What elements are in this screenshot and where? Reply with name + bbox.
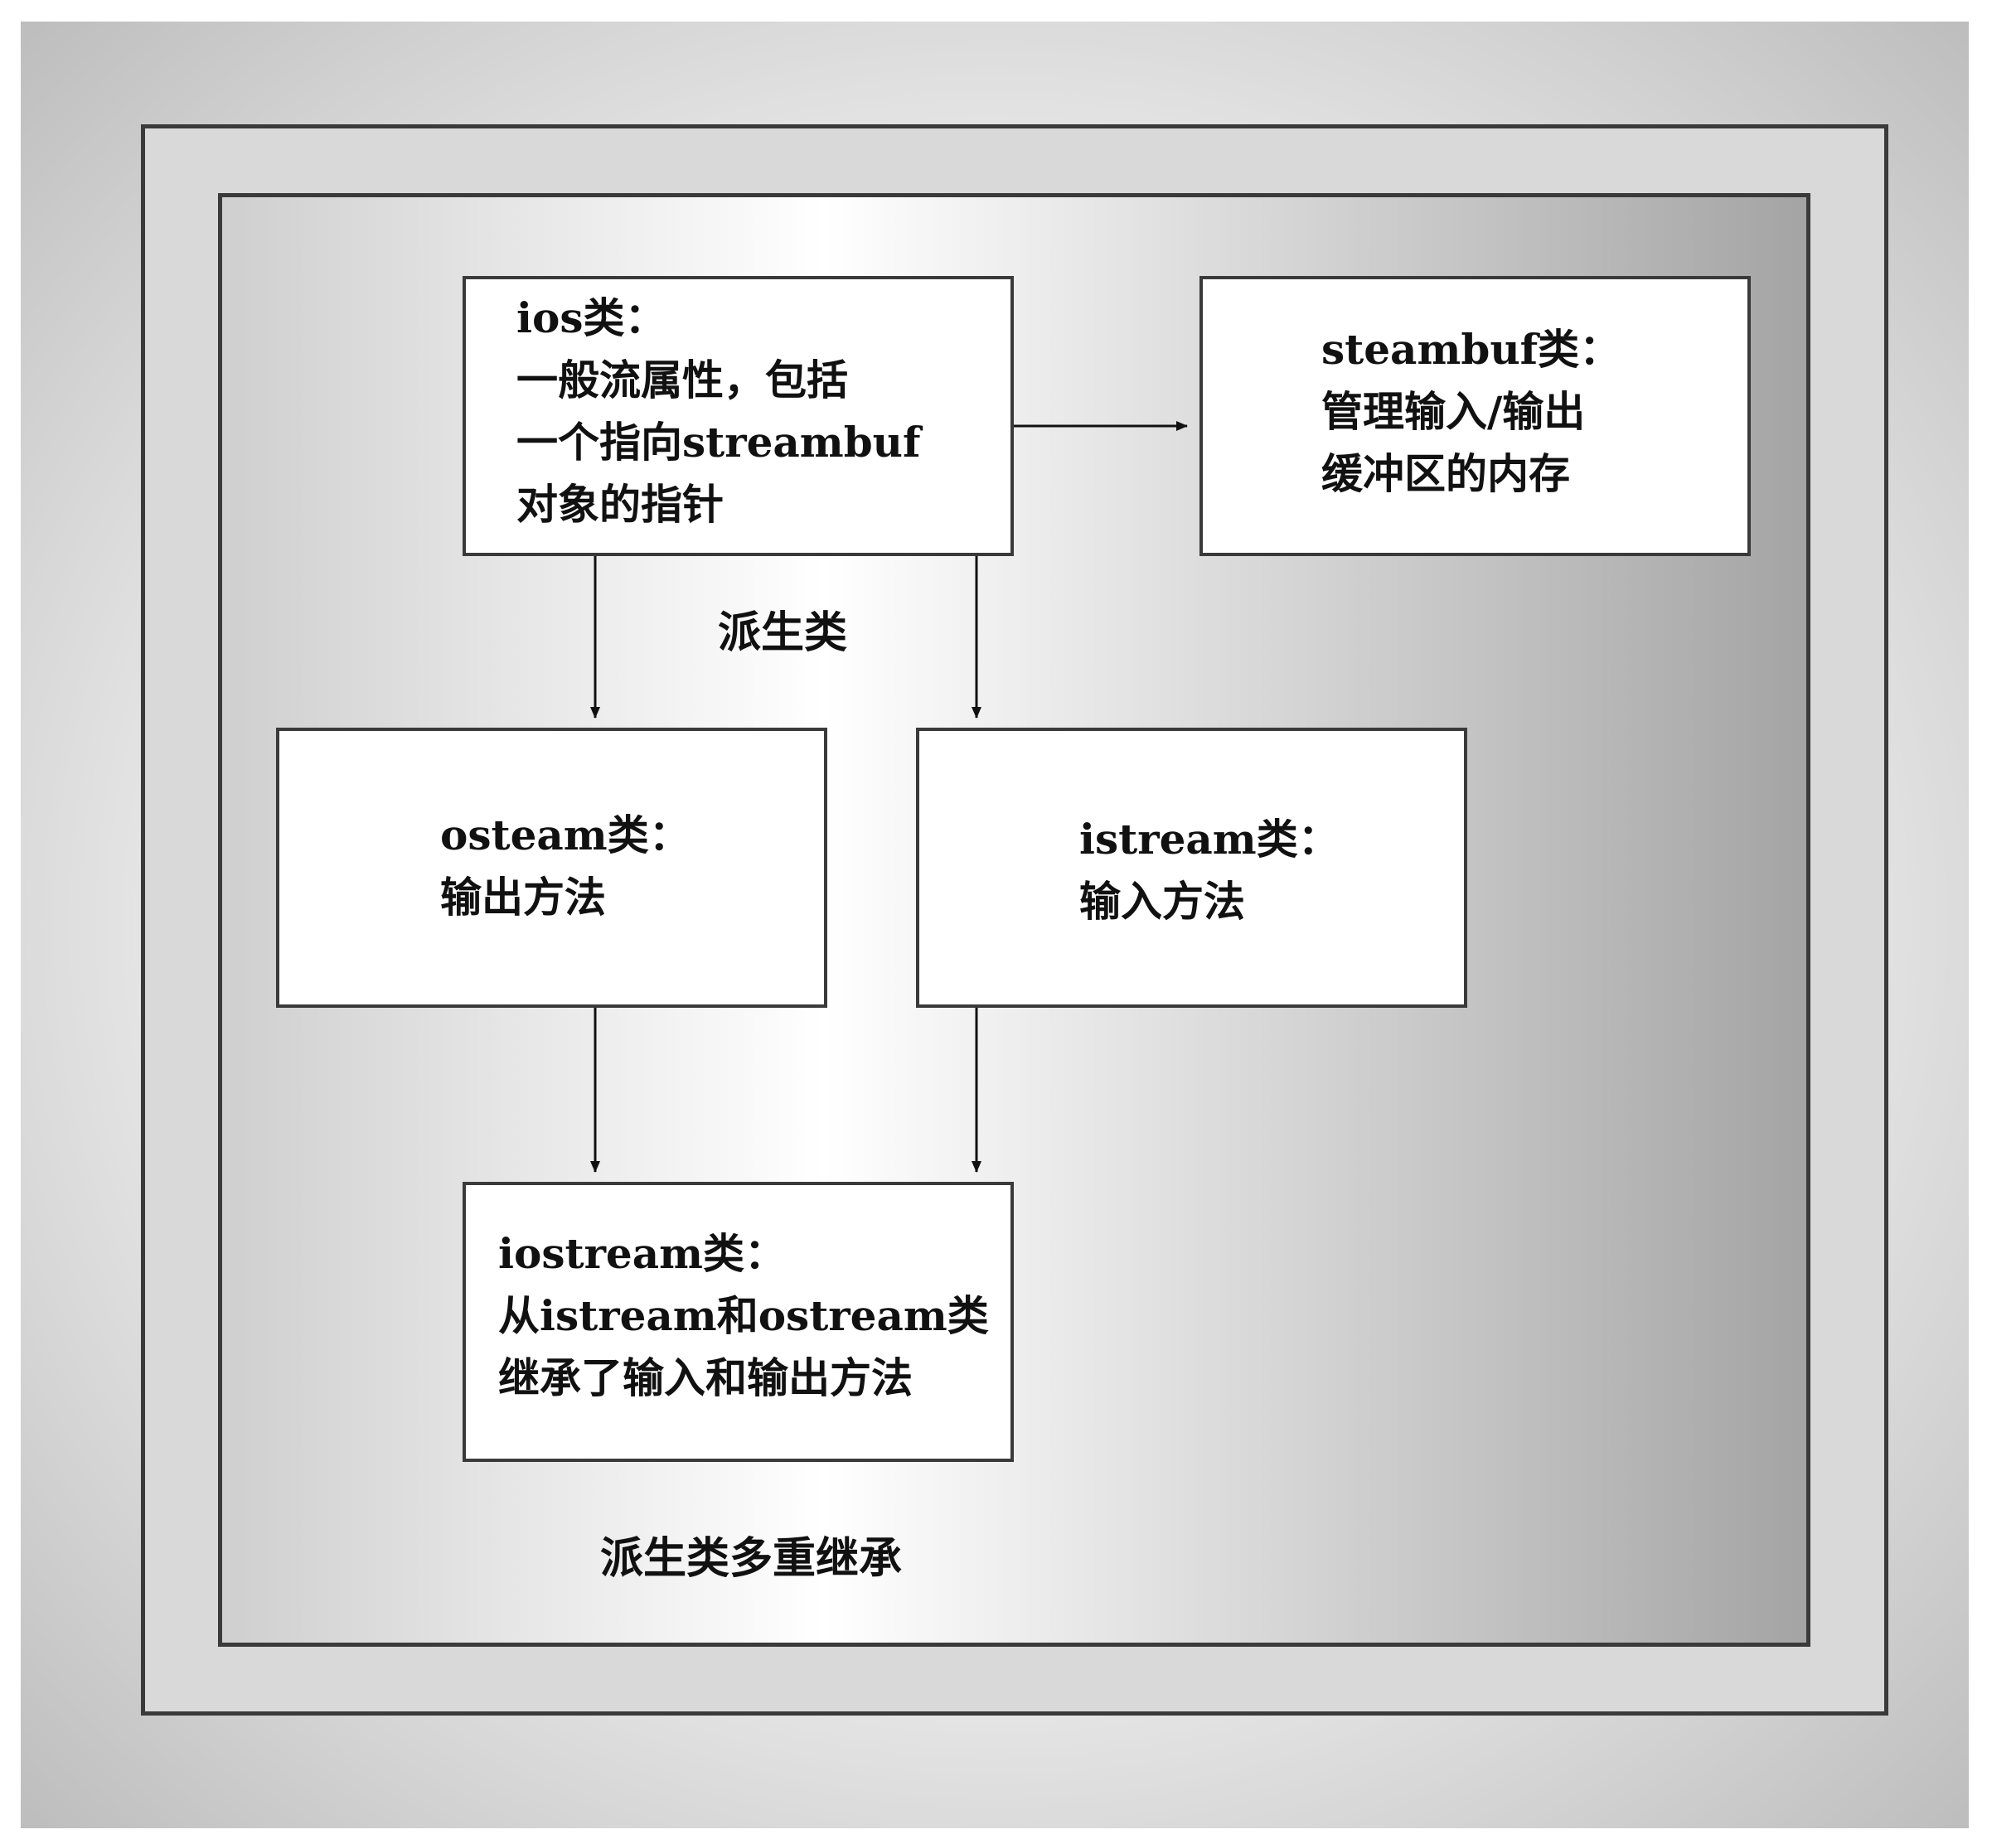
iostream-line-2: 从istream和ostream类: [498, 1291, 989, 1340]
iostream-class-box: [463, 1182, 1014, 1462]
istream-class-text: istream类： 输入方法: [1079, 808, 1340, 932]
osteam-line-2: 输出方法: [440, 873, 606, 922]
ios-line-3: 一个指向streambuf: [516, 418, 921, 467]
osteam-line-1: osteam类：: [440, 811, 691, 859]
derived-class-label: 派生类: [718, 607, 848, 658]
istream-line-2: 输入方法: [1079, 877, 1245, 926]
steambuf-line-1: steambuf类：: [1321, 325, 1621, 374]
steambuf-line-2: 管理输入/输出: [1321, 387, 1586, 436]
iostream-line-1: iostream类：: [498, 1229, 787, 1278]
ios-line-2: 一般流属性，包括: [516, 356, 848, 404]
steambuf-line-3: 缓冲区的内存: [1321, 449, 1570, 498]
osteam-class-text: osteam类： 输出方法: [440, 804, 691, 928]
steambuf-class-box: [1199, 276, 1751, 556]
steambuf-class-text: steambuf类： 管理输入/输出 缓冲区的内存: [1321, 318, 1621, 505]
ios-line-4: 对象的指针: [516, 480, 724, 529]
istream-line-1: istream类：: [1079, 815, 1340, 864]
iostream-class-text: iostream类： 从istream和ostream类 继承了输入和输出方法: [498, 1222, 989, 1409]
osteam-class-box: [276, 728, 827, 1008]
diagram-caption: 派生类多重继承: [600, 1533, 903, 1584]
ios-class-text: ios类： 一般流属性，包括 一个指向streambuf 对象的指针: [516, 287, 921, 535]
ios-class-box: [463, 276, 1014, 556]
iostream-line-3: 继承了输入和输出方法: [498, 1353, 913, 1402]
istream-class-box: [916, 728, 1467, 1008]
ios-line-1: ios类：: [516, 293, 666, 342]
